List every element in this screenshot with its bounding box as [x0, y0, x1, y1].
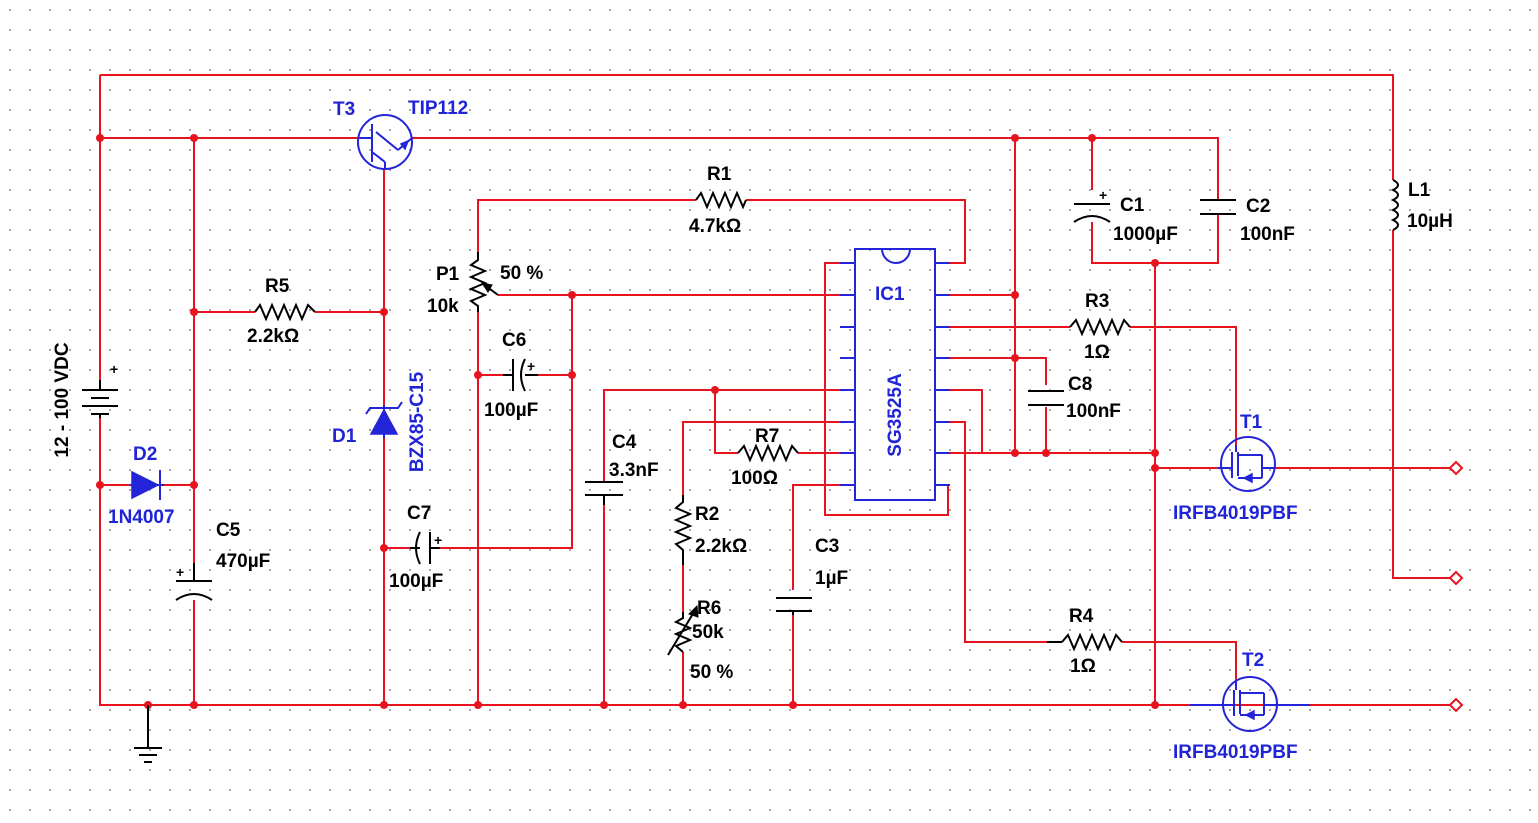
C2-value: 100nF [1240, 224, 1295, 245]
T2-ref: T2 [1242, 650, 1264, 671]
R6-ref: R6 [697, 598, 721, 619]
potentiometer-P1[interactable]: P1 10k 50 % [427, 252, 543, 317]
ground-symbol [134, 705, 162, 763]
C7-value: 100µF [389, 571, 443, 592]
capacitor-C3[interactable]: C3 1µF [776, 536, 848, 615]
P1-ref: P1 [436, 264, 460, 285]
resistor-R1[interactable]: R1 4.7kΩ [689, 164, 747, 237]
T3-ref: T3 [333, 99, 355, 120]
capacitor-C4[interactable]: C4 3.3nF [585, 432, 659, 505]
capacitor-C1[interactable]: + C1 1000µF [1073, 187, 1178, 245]
D2-ref: D2 [133, 444, 157, 465]
terminal-out-2[interactable] [1448, 570, 1464, 586]
IC1-ref: IC1 [875, 284, 905, 305]
resistor-R2[interactable]: R2 2.2kΩ [673, 495, 747, 565]
D2-value: 1N4007 [108, 507, 175, 528]
C3-value: 1µF [815, 568, 848, 589]
resistor-R4[interactable]: R4 1Ω [1047, 606, 1123, 677]
R4-value: 1Ω [1070, 656, 1096, 677]
R4-ref: R4 [1069, 606, 1094, 627]
terminal-out-3[interactable] [1448, 697, 1464, 713]
C4-value: 3.3nF [609, 460, 659, 481]
svg-text:+: + [527, 358, 535, 374]
source-label: 12 - 100 VDC [52, 342, 73, 457]
R3-ref: R3 [1085, 291, 1109, 312]
R6-value: 50k [692, 622, 724, 643]
R3-value: 1Ω [1084, 342, 1110, 363]
T3-value: TIP112 [408, 98, 468, 119]
ic-pins [840, 262, 950, 486]
P1-setting: 50 % [500, 263, 543, 284]
mosfet-T2[interactable]: T2 IRFB4019PBF [1173, 650, 1310, 763]
R1-ref: R1 [707, 164, 732, 185]
C3-ref: C3 [815, 536, 839, 557]
R7-ref: R7 [755, 426, 779, 447]
L1-value: 10µH [1407, 211, 1453, 232]
resistor-R3[interactable]: R3 1Ω [1069, 291, 1131, 363]
D1-ref: D1 [332, 426, 357, 447]
ic-IC1[interactable]: IC1 SG3525A [840, 248, 950, 501]
L1-ref: L1 [1408, 180, 1431, 201]
C6-ref: C6 [502, 330, 526, 351]
R6-setting: 50 % [690, 662, 733, 683]
T1-ref: T1 [1240, 412, 1263, 433]
variable-resistor-R6[interactable]: R6 50k 50 % [667, 598, 733, 683]
output-terminals[interactable] [1448, 460, 1464, 713]
C7-ref: C7 [407, 503, 431, 524]
P1-value: 10k [427, 296, 459, 317]
R5-ref: R5 [265, 276, 290, 297]
C4-ref: C4 [612, 432, 637, 453]
C2-ref: C2 [1246, 196, 1270, 217]
resistor-R5[interactable]: R5 2.2kΩ [247, 276, 316, 347]
T2-value: IRFB4019PBF [1173, 742, 1298, 763]
svg-text:+: + [110, 361, 118, 377]
C5-value: 470µF [216, 551, 270, 572]
capacitor-C2[interactable]: C2 100nF [1200, 196, 1295, 245]
R2-value: 2.2kΩ [695, 536, 747, 557]
capacitor-C6[interactable]: + C6 100µF [484, 330, 538, 421]
inductor-L1[interactable]: L1 10µH [1390, 179, 1453, 232]
diode-D2[interactable]: D2 1N4007 [108, 444, 175, 528]
svg-text:+: + [434, 532, 442, 548]
capacitor-C7[interactable]: + C7 100µF [389, 503, 443, 592]
C6-value: 100µF [484, 400, 538, 421]
resistor-R7[interactable]: R7 100Ω [731, 426, 799, 489]
zener-D1[interactable]: D1 BZX85-C15 [332, 371, 428, 472]
svg-text:+: + [176, 564, 184, 580]
C8-value: 100nF [1066, 401, 1121, 422]
svg-text:+: + [1099, 187, 1107, 203]
C1-ref: C1 [1120, 195, 1145, 216]
C8-ref: C8 [1068, 374, 1092, 395]
C5-ref: C5 [216, 520, 241, 541]
battery-symbol[interactable]: + 12 - 100 VDC [52, 342, 118, 457]
R7-value: 100Ω [731, 468, 778, 489]
IC1-value: SG3525A [885, 373, 906, 457]
terminal-out-1[interactable] [1448, 460, 1464, 476]
capacitor-C5[interactable]: + C5 470µF [175, 520, 270, 601]
R1-value: 4.7kΩ [689, 216, 741, 237]
mosfet-T1[interactable]: T1 IRFB4019PBF [1173, 412, 1298, 524]
capacitor-C8[interactable]: C8 100nF [1028, 374, 1121, 422]
R5-value: 2.2kΩ [247, 326, 299, 347]
junction-dots [96, 134, 1159, 709]
R2-ref: R2 [695, 504, 719, 525]
T1-value: IRFB4019PBF [1173, 503, 1298, 524]
transistor-T3[interactable]: T3 TIP112 [333, 98, 468, 170]
D1-value: BZX85-C15 [407, 371, 428, 472]
C1-value: 1000µF [1113, 224, 1178, 245]
